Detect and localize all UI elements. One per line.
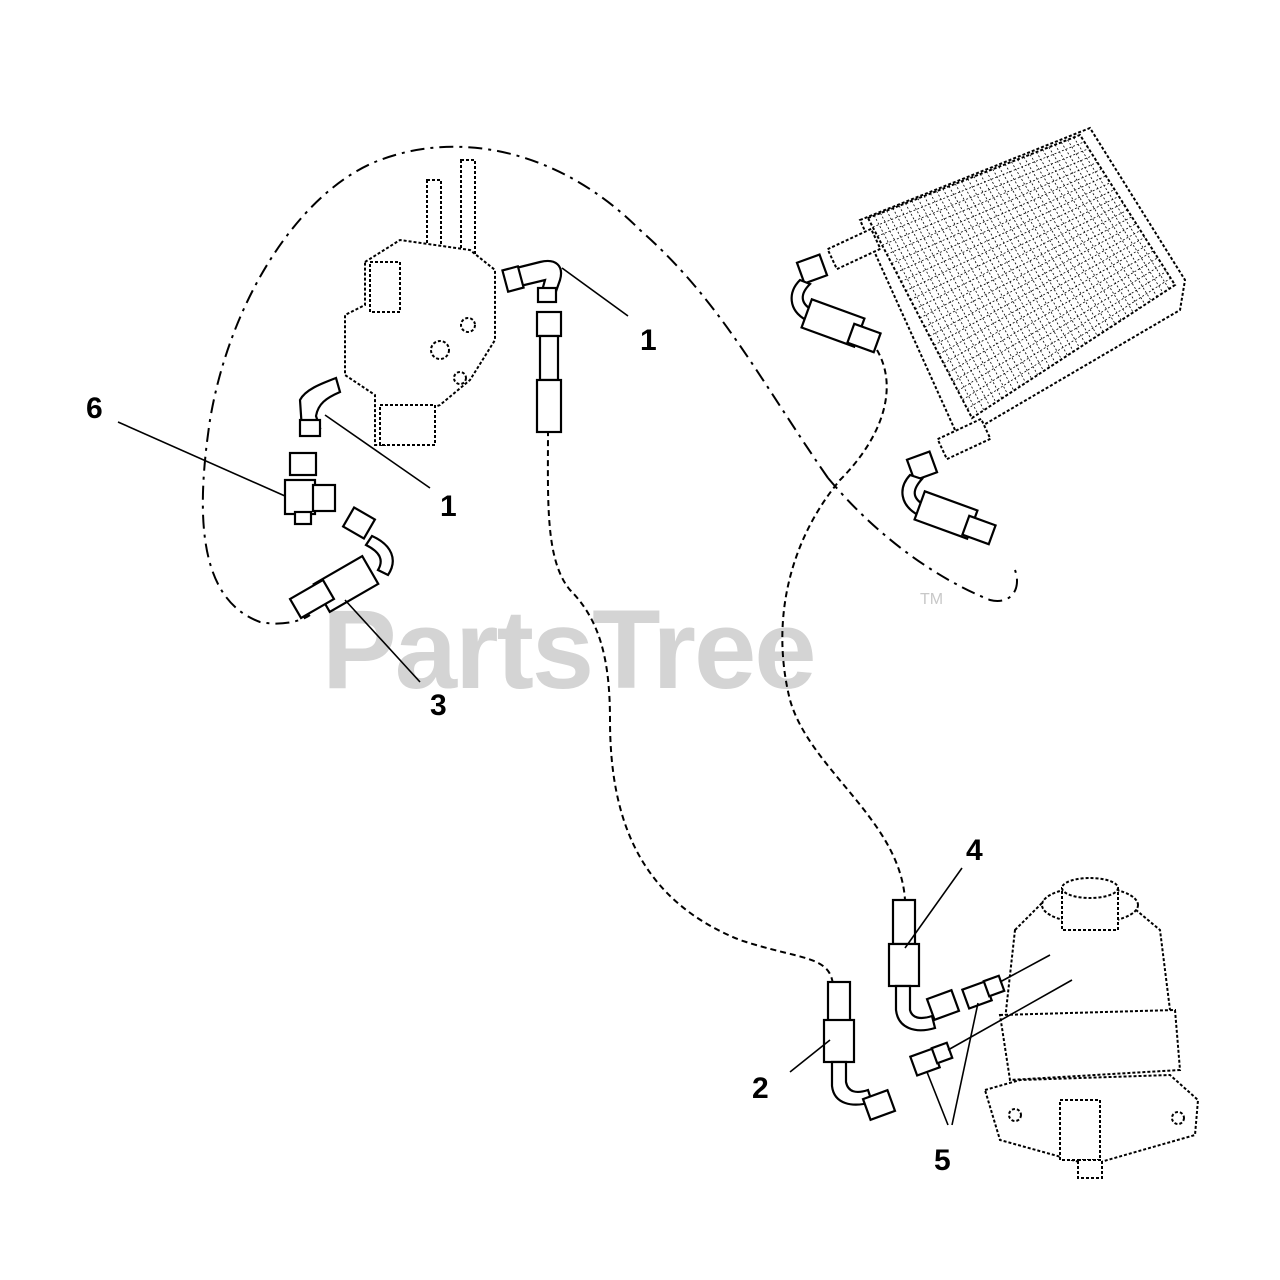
hose-cooler-lower xyxy=(901,450,997,546)
leader-line-3 xyxy=(344,599,421,683)
cooler-fin-line xyxy=(880,212,985,411)
watermark-brand: PartsTree xyxy=(322,587,815,712)
guide-line-lower xyxy=(947,979,1073,1051)
leader-line-1-lower xyxy=(324,414,431,489)
cooler-fin-line xyxy=(986,171,1086,344)
hose-line-center xyxy=(546,429,834,986)
hose-line-right xyxy=(781,349,906,901)
callout-3: 3 xyxy=(430,689,447,722)
callout-2: 2 xyxy=(752,1072,769,1105)
cooler-fin-line xyxy=(967,178,1068,356)
leader-line-1-upper xyxy=(561,267,629,317)
leader-line-6 xyxy=(117,421,286,497)
oil-cooler xyxy=(826,126,1187,461)
cooler-fin-line xyxy=(892,208,997,403)
phantom-loop-right xyxy=(827,477,1018,602)
hose-cooler-upper xyxy=(790,253,882,354)
callout-1-lower: 1 xyxy=(440,490,457,523)
hose-right-assembly xyxy=(887,898,961,1032)
elbow-fitting-lower xyxy=(298,376,342,438)
cooler-fin-line xyxy=(886,210,991,407)
leader-line-5b xyxy=(926,1071,949,1126)
leader-line-2 xyxy=(789,1039,831,1073)
hydraulic-pump xyxy=(983,877,1200,1179)
cooler-tube-line xyxy=(919,209,1128,319)
cooler-fin-line xyxy=(936,190,1039,376)
hose-left-assembly xyxy=(288,505,394,620)
cooler-tube-line xyxy=(910,196,1120,301)
hose-lower-assembly xyxy=(822,980,897,1122)
cooler-tube-line xyxy=(924,216,1133,328)
watermark-trademark: TM xyxy=(920,591,943,608)
elbow-fitting-upper xyxy=(501,259,563,304)
cooler-fin-line xyxy=(992,168,1092,340)
cooler-fin-line xyxy=(1011,161,1110,329)
cooler-tube-line xyxy=(896,175,1107,273)
cooler-fin-line xyxy=(873,215,979,415)
control-valve xyxy=(344,159,496,446)
guide-line-upper xyxy=(999,954,1051,983)
callout-5: 5 xyxy=(934,1144,951,1177)
cooler-fin-line xyxy=(979,173,1080,348)
cooler-tube-line xyxy=(962,271,1167,401)
cooler-tube-line xyxy=(967,277,1171,410)
callout-4: 4 xyxy=(966,834,983,867)
cooler-tube-line xyxy=(900,182,1111,282)
cooler-tube-line xyxy=(938,236,1145,355)
cooler-fin-line xyxy=(1004,164,1104,333)
cooler-fin-line xyxy=(1029,154,1128,317)
leader-line-4 xyxy=(904,867,963,949)
callout-6: 6 xyxy=(86,392,103,425)
cooler-tube-line xyxy=(933,230,1141,346)
leader-line-5a xyxy=(951,1002,979,1126)
cooler-fin-line xyxy=(1054,144,1152,301)
cooler-tube-line xyxy=(957,264,1163,392)
cooler-fin-line xyxy=(898,205,1003,399)
cooler-tube-line xyxy=(915,202,1124,310)
cooler-fin-line xyxy=(942,188,1044,372)
adapter-fittings xyxy=(908,974,1006,1077)
callout-1-upper: 1 xyxy=(640,324,657,357)
hose-fitting-center xyxy=(535,310,563,434)
cooler-tube-line xyxy=(929,223,1137,337)
cooler-tube-line xyxy=(905,189,1115,292)
cooler-fin-line xyxy=(1073,137,1170,290)
tee-fitting xyxy=(283,451,337,526)
cooler-fin-line xyxy=(923,195,1027,383)
phantom-loop-line xyxy=(201,145,829,625)
cooler-fin-line xyxy=(1048,146,1146,305)
cooler-fin-line xyxy=(948,186,1050,368)
